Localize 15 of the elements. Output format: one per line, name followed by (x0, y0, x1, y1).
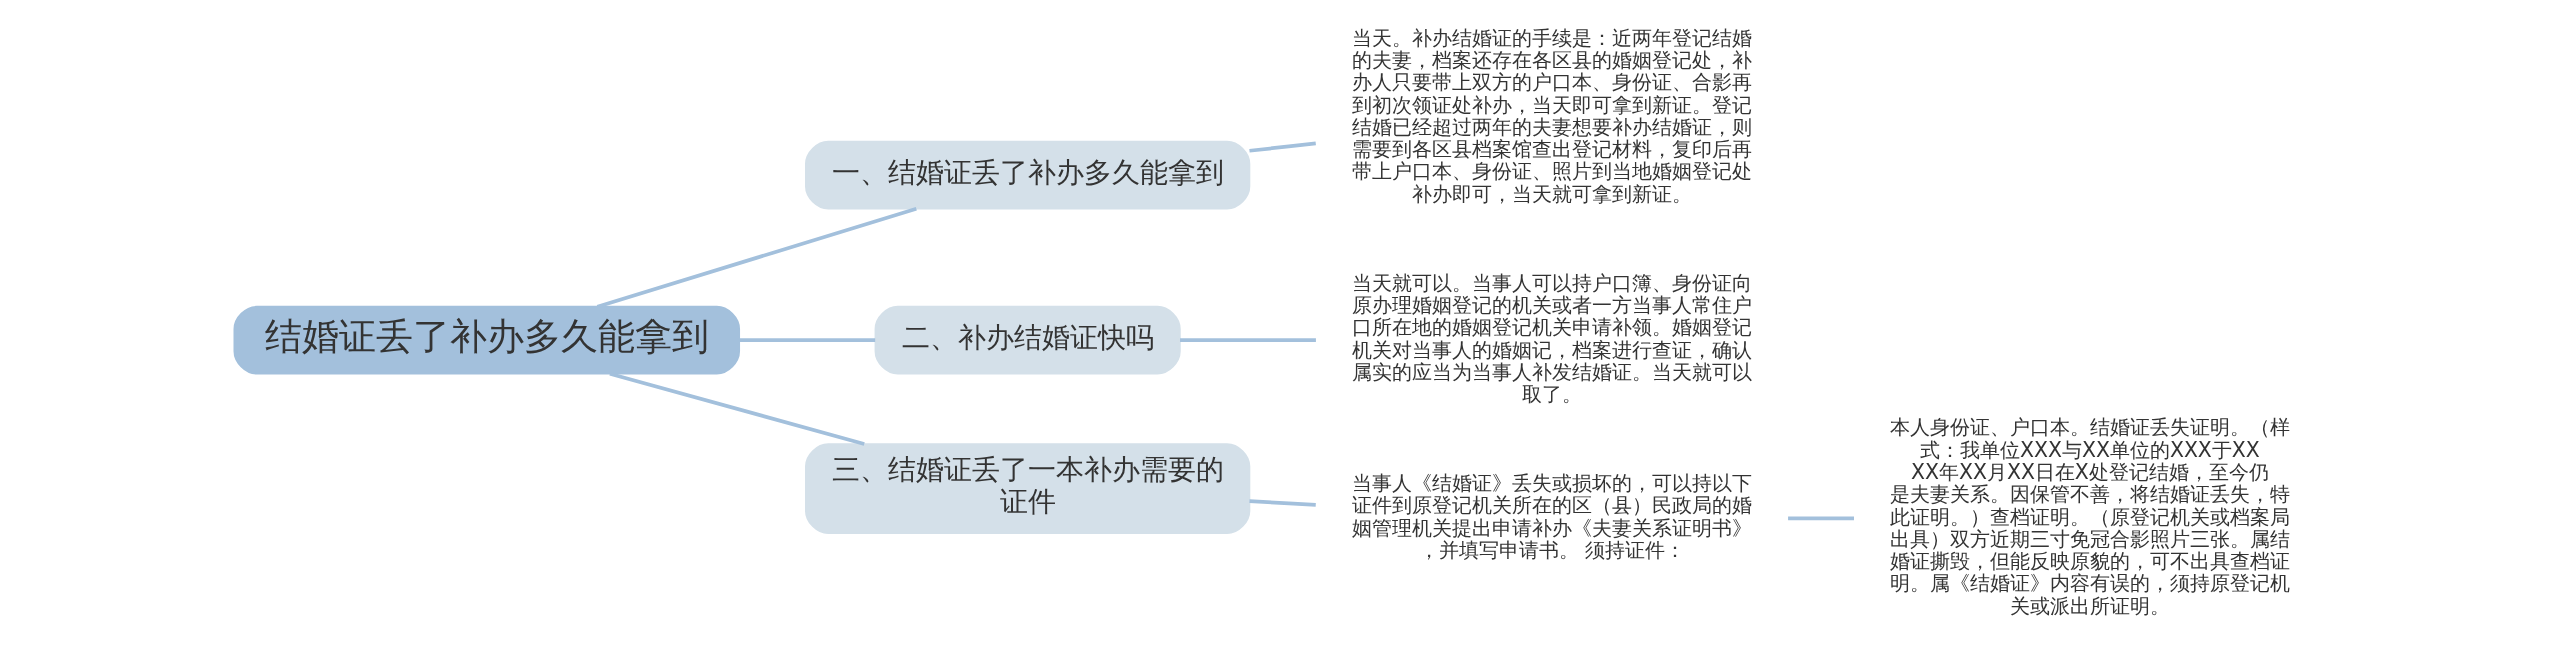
connector (1180, 338, 1316, 343)
node-box: 一、结婚证丢了补办多久能拿到 (805, 140, 1251, 210)
connector (596, 206, 917, 309)
node-text: 当事人《结婚证》丢失或损坏的，可以持以下证件到原登记机关所在的区（县）民政局的婚姻管理机关提出申请补办《夫妻关系证明书》，并填写申请书。 须持证件： (1351, 471, 1752, 562)
connector (1249, 141, 1316, 153)
node-text: 本人身份证、户口本。结婚证丢失证明。（样式：我单位XXX与XX单位的XXX于XXXX年XX月XX日在X处登记结婚，至今仍是夫妻关系。因保管不善，将结婚证丢失，特此证明。）查档证明。（原登记机关或档案局出具）双方近期三寸免冠合影照片三张。属结婚证撕毁，但能反映原貌的，可不出具查档证明。属《结婚证》内容有误的，须持原登记机关或派出所证明。 (1889, 415, 2290, 618)
node-box: 结婚证丢了补办多久能拿到 (233, 305, 741, 375)
node-text: 当天就可以。当事人可以持户口簿、身份证向原办理婚姻登记的机关或者一方当事人常住户口所在地的婚姻登记机关申请补领。婚姻登记机关对当事人的婚姻记，档案进行查证，确认属实的应当为当事人补发结婚证。当天就可以取了。 (1351, 270, 1752, 407)
connector (1249, 499, 1316, 507)
node-box: 三、结婚证丢了一本补办需要的证件 (805, 443, 1251, 535)
connector (739, 338, 876, 343)
connector (609, 371, 865, 446)
node-text: 当天。补办结婚证的手续是：近两年登记结婚的夫妻，档案还存在各区县的婚姻登记处，补办人只要带上双方的户口本、身份证、合影再到初次领证处补办，当天即可拿到新证。登记结婚已经超过两年的夫妻想要补办结婚证，则需要到各区县档案馆查出登记材料，复印后再带上户口本、身份证、照片到当地婚姻登记处补办即可，当天就可拿到新证。 (1351, 25, 1752, 206)
node-box: 二、补办结婚证快吗 (874, 305, 1181, 375)
connector (1788, 516, 1854, 521)
